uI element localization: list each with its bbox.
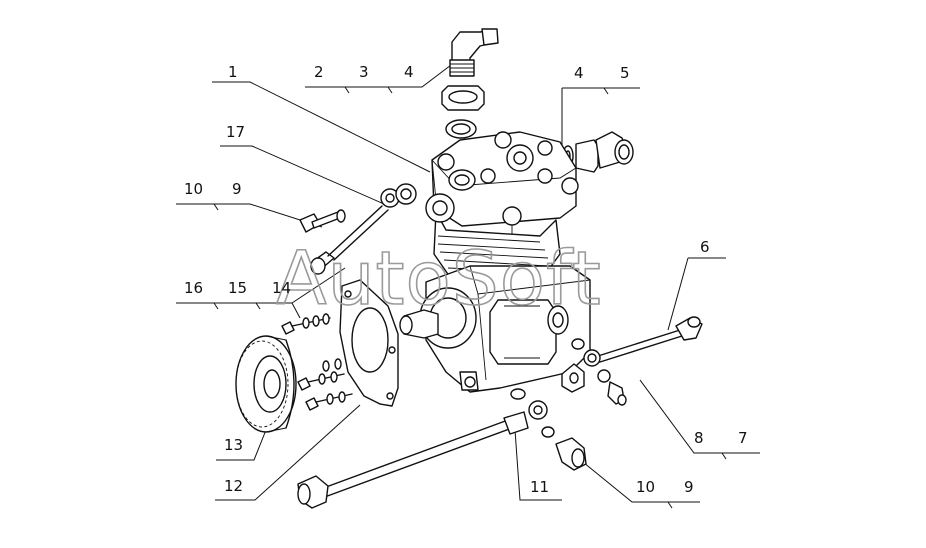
left-banjo-union [310, 183, 417, 275]
top-elbow-fitting [449, 28, 499, 77]
watermark-text: AutoSoft [276, 236, 602, 322]
right-elbow-fitting [575, 131, 634, 173]
top-hex-nut [441, 85, 485, 111]
gasket-plate [339, 279, 399, 407]
callout-15: 15 [228, 279, 247, 297]
right-banjo-union [561, 338, 627, 406]
callout-4-top: 4 [404, 63, 414, 81]
callout-4-right: 4 [574, 64, 584, 82]
bottom-banjo-bolt [541, 426, 587, 471]
callout-10-left: 10 [184, 180, 203, 198]
left-banjo-bolt [299, 209, 346, 233]
callout-3: 3 [359, 63, 369, 81]
callout-1: 1 [228, 63, 238, 81]
callout-16: 16 [184, 279, 203, 297]
callout-2: 2 [314, 63, 324, 81]
callout-numbers: 1 2 3 4 4 5 17 10 9 16 15 14 6 13 8 7 12… [184, 63, 748, 496]
drive-gear [235, 335, 297, 433]
callout-10-bottom: 10 [636, 478, 655, 496]
callout-9-bottom: 9 [684, 478, 694, 496]
callout-14: 14 [272, 279, 291, 297]
callout-7: 7 [738, 429, 748, 447]
callout-17: 17 [226, 123, 245, 141]
top-washer [445, 119, 477, 139]
callout-6: 6 [700, 238, 710, 256]
callout-12: 12 [224, 477, 243, 495]
bottom-hose [297, 388, 548, 509]
callout-11: 11 [530, 478, 549, 496]
callout-8: 8 [694, 429, 704, 447]
callout-5: 5 [620, 64, 630, 82]
mounting-bolts [281, 313, 353, 411]
compressor-body [399, 131, 591, 393]
right-hose [583, 316, 703, 367]
callout-9-left: 9 [232, 180, 242, 198]
callout-13: 13 [224, 436, 243, 454]
leader-lines [176, 61, 760, 509]
